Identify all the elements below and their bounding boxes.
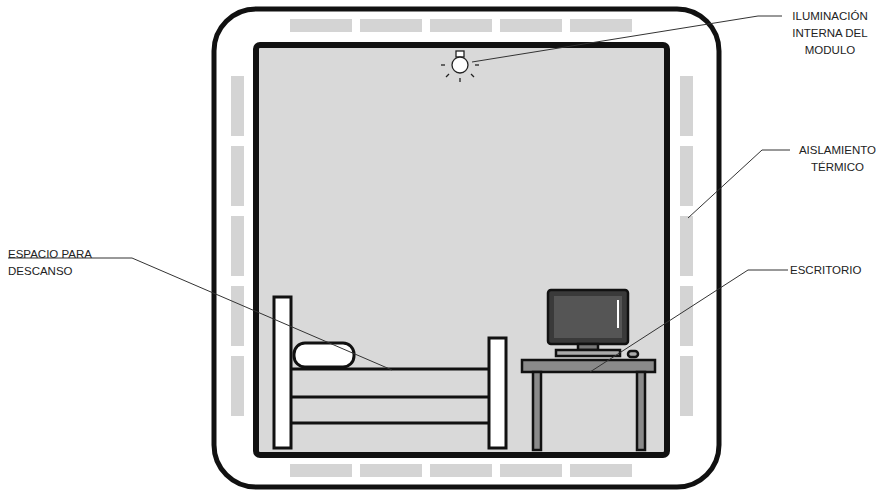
desk-label: ESCRITORIO	[790, 262, 880, 279]
insulation-label: AISLAMIENTO TÉRMICO	[790, 142, 885, 176]
leader-lines	[8, 16, 790, 372]
module-interior	[256, 45, 667, 455]
bed	[274, 297, 506, 448]
lighting-label: ILUMINACIÓN INTERNA DEL MODULO	[780, 8, 880, 59]
thermal-insulation	[231, 19, 693, 477]
light-bulb	[441, 51, 479, 82]
rest-area-label: ESPACIO PARA DESCANSO	[8, 246, 128, 280]
desk	[522, 290, 655, 450]
module-outer-shell	[214, 9, 719, 487]
